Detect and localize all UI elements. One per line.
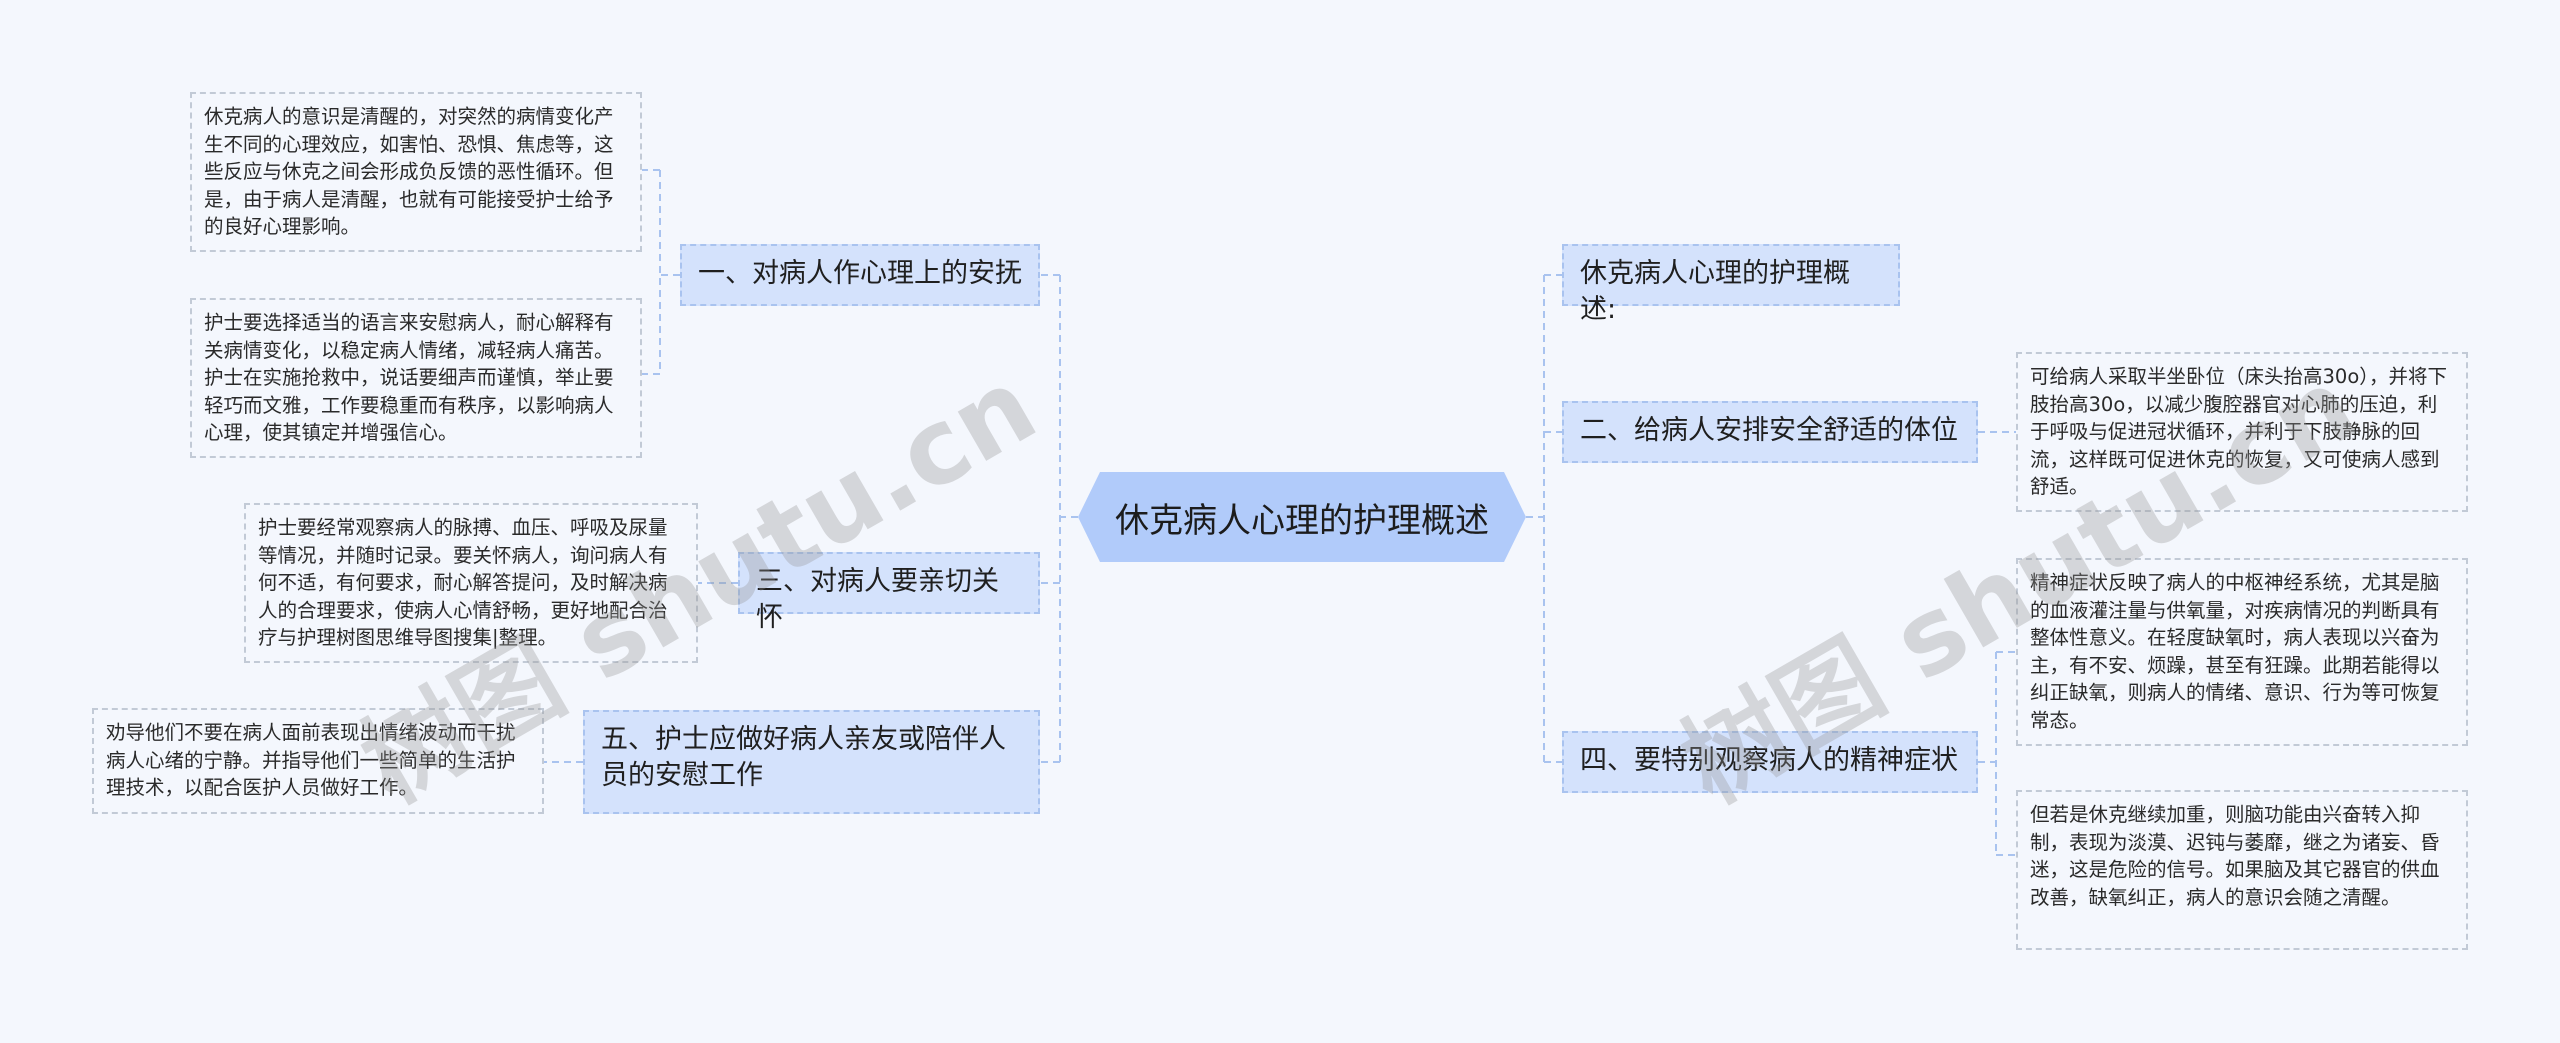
branch-label-2: 二、给病人安排安全舒适的体位 [1580, 415, 1958, 446]
leaf-text-4b: 但若是休克继续加重，则脑功能由兴奋转入抑制，表现为淡漠、迟钝与萎靡，继之为诸妄、… [2030, 803, 2440, 909]
branch-node-5[interactable]: 五、护士应做好病人亲友或陪伴人员的安慰工作 [583, 710, 1040, 814]
leaf-text-1b: 护士要选择适当的语言来安慰病人，耐心解释有关病情变化，以稳定病人情绪，减轻病人痛… [204, 311, 614, 444]
branch-node-4[interactable]: 四、要特别观察病人的精神症状 [1562, 731, 1978, 793]
leaf-node-4b[interactable]: 但若是休克继续加重，则脑功能由兴奋转入抑制，表现为淡漠、迟钝与萎靡，继之为诸妄、… [2016, 790, 2468, 950]
branch-label-4: 四、要特别观察病人的精神症状 [1580, 745, 1958, 776]
leaf-node-1a[interactable]: 休克病人的意识是清醒的，对突然的病情变化产生不同的心理效应，如害怕、恐惧、焦虑等… [190, 92, 642, 252]
leaf-node-2a[interactable]: 可给病人采取半坐卧位（床头抬高30o），并将下肢抬高30o，以减少腹腔器官对心肺… [2016, 352, 2468, 512]
leaf-text-3a: 护士要经常观察病人的脉搏、血压、呼吸及尿量等情况，并随时记录。要关怀病人，询问病… [258, 516, 668, 649]
leaf-text-4a: 精神症状反映了病人的中枢神经系统，尤其是脑的血液灌注量与供氧量，对疾病情况的判断… [2030, 571, 2440, 732]
branch-label-0: 休克病人心理的护理概述: [1580, 258, 1850, 325]
branch-node-1[interactable]: 一、对病人作心理上的安抚 [680, 244, 1040, 306]
leaf-node-5a[interactable]: 劝导他们不要在病人面前表现出情绪波动而干扰病人心绪的宁静。并指导他们一些简单的生… [92, 708, 544, 814]
leaf-node-1b[interactable]: 护士要选择适当的语言来安慰病人，耐心解释有关病情变化，以稳定病人情绪，减轻病人痛… [190, 298, 642, 458]
branch-node-3[interactable]: 三、对病人要亲切关怀 [738, 552, 1040, 633]
leaf-text-5a: 劝导他们不要在病人面前表现出情绪波动而干扰病人心绪的宁静。并指导他们一些简单的生… [106, 721, 516, 799]
branch-label-3: 三、对病人要亲切关怀 [756, 566, 999, 633]
leaf-text-2a: 可给病人采取半坐卧位（床头抬高30o），并将下肢抬高30o，以减少腹腔器官对心肺… [2030, 365, 2447, 498]
branch-label-5: 五、护士应做好病人亲友或陪伴人员的安慰工作 [601, 724, 1006, 791]
branch-label-1: 一、对病人作心理上的安抚 [698, 258, 1022, 289]
leaf-text-1a: 休克病人的意识是清醒的，对突然的病情变化产生不同的心理效应，如害怕、恐惧、焦虑等… [204, 105, 614, 238]
branch-node-0[interactable]: 休克病人心理的护理概述: [1562, 244, 1900, 325]
leaf-node-3a[interactable]: 护士要经常观察病人的脉搏、血压、呼吸及尿量等情况，并随时记录。要关怀病人，询问病… [244, 503, 698, 663]
leaf-node-4a[interactable]: 精神症状反映了病人的中枢神经系统，尤其是脑的血液灌注量与供氧量，对疾病情况的判断… [2016, 558, 2468, 746]
root-label: 休克病人心理的护理概述 [1115, 500, 1489, 541]
branch-node-2[interactable]: 二、给病人安排安全舒适的体位 [1562, 401, 1978, 463]
root-node[interactable]: 休克病人心理的护理概述 [1078, 472, 1526, 562]
